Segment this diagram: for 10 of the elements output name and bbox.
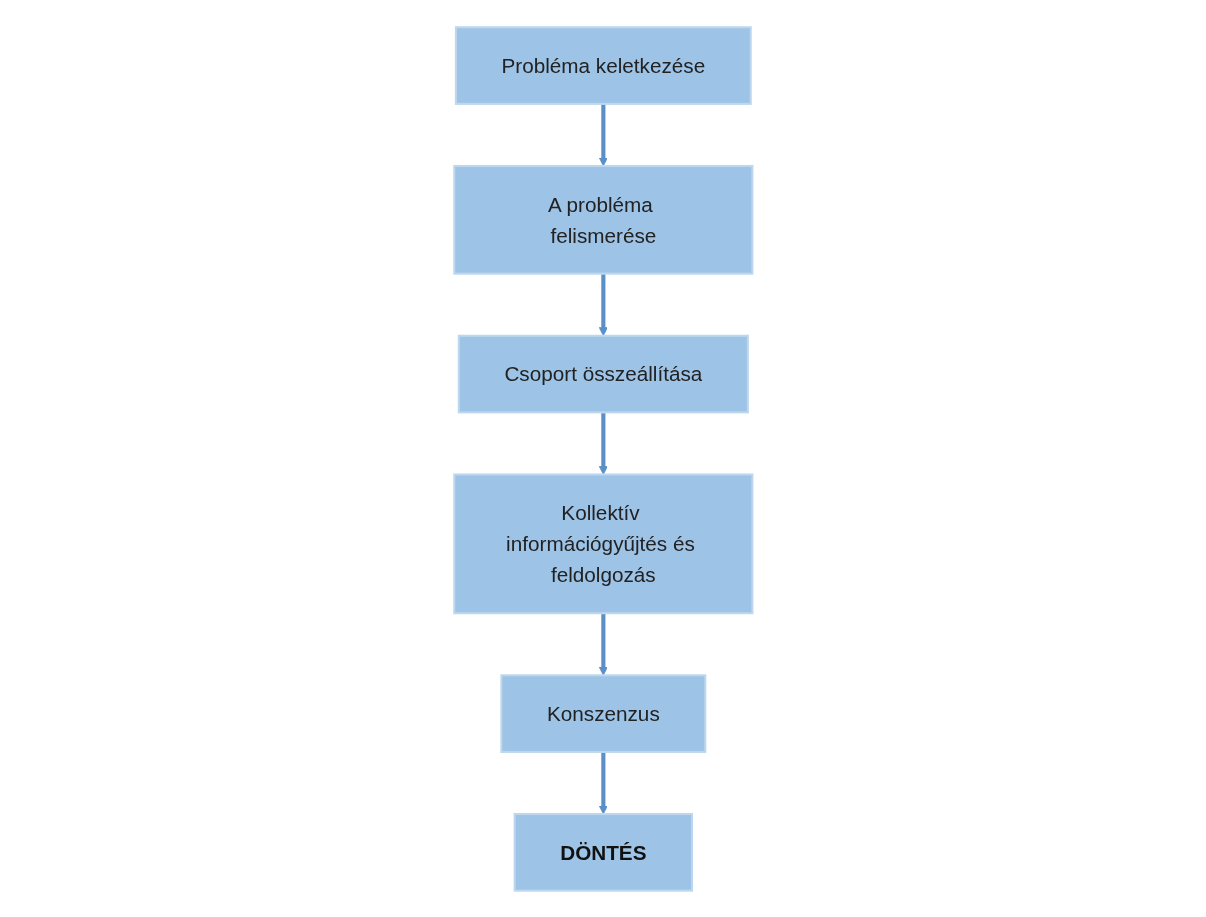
arrow xyxy=(598,411,608,475)
node-box: DÖNTÉS xyxy=(513,812,693,892)
node-box: Konszenzus xyxy=(500,673,706,753)
arrow xyxy=(598,273,608,336)
node-box: A probléma felismerése xyxy=(452,164,754,275)
arrow xyxy=(598,751,608,814)
node-box: Csoport összeállítása xyxy=(457,334,749,413)
arrow xyxy=(598,103,608,166)
node-box: Probléma keletkezése xyxy=(454,25,752,105)
node-box: Kollektív információgyűjtés és feldolgozás xyxy=(452,473,754,614)
